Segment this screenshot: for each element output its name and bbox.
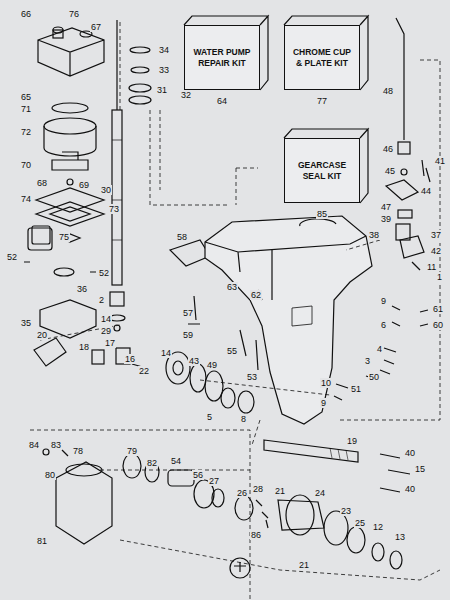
callout-number: 18: [78, 342, 90, 352]
callout-number: 68: [36, 178, 48, 188]
callout-number: 85: [316, 209, 328, 219]
callout-number: 34: [158, 45, 170, 55]
callout-number: 70: [20, 160, 32, 170]
callout-number: 16: [124, 354, 136, 364]
callout-number: 9: [380, 296, 387, 306]
callout-number: 66: [20, 9, 32, 19]
callout-number: 8: [240, 414, 247, 424]
callout-number: 33: [158, 65, 170, 75]
callout-number: 51: [350, 384, 362, 394]
callout-number: 54: [170, 456, 182, 466]
callout-number: 37: [430, 230, 442, 240]
callout-number: 20: [36, 330, 48, 340]
callout-number: 4: [376, 344, 383, 354]
callout-number: 52: [6, 252, 18, 262]
callout-number: 21: [298, 560, 310, 570]
callout-number: 21: [274, 486, 286, 496]
callout-number: 57: [182, 308, 194, 318]
callout-number: 64: [216, 96, 228, 106]
callout-number: 73: [108, 204, 120, 214]
callout-number: 75: [58, 232, 70, 242]
callout-number: 81: [36, 536, 48, 546]
callout-number: 55: [226, 346, 238, 356]
callout-number: 40: [404, 484, 416, 494]
callout-number: 17: [104, 338, 116, 348]
callout-number: 32: [180, 90, 192, 100]
callout-number: 44: [420, 186, 432, 196]
kit-name: CHROME CUP & PLATE KIT: [289, 47, 355, 68]
callout-number: 58: [176, 232, 188, 242]
callout-number: 59: [182, 330, 194, 340]
callout-number: 13: [394, 532, 406, 542]
callout-number: 22: [138, 366, 150, 376]
callout-number: 26: [236, 488, 248, 498]
callout-number: 42: [430, 246, 442, 256]
callout-number: 80: [44, 470, 56, 480]
kit-box: CHROME CUP & PLATE KIT: [284, 25, 360, 90]
callout-number: 56: [192, 470, 204, 480]
callout-number: 24: [314, 488, 326, 498]
callout-number: 61: [432, 304, 444, 314]
callout-number: 79: [126, 446, 138, 456]
callout-number: 14: [160, 348, 172, 358]
callout-number: 14: [100, 314, 112, 324]
callout-number: 76: [68, 9, 80, 19]
callout-number: 38: [368, 230, 380, 240]
callout-number: 71: [20, 104, 32, 114]
callout-number: 25: [354, 518, 366, 528]
kit-box: GEARCASE SEAL KIT: [284, 138, 360, 203]
kit-box: WATER PUMP REPAIR KIT: [184, 25, 260, 90]
callout-number: 3: [364, 356, 371, 366]
callout-number: 74: [20, 194, 32, 204]
callout-number: 47: [380, 202, 392, 212]
callout-number: 29: [100, 326, 112, 336]
callout-number: 19: [346, 436, 358, 446]
callout-number: 62: [250, 290, 262, 300]
callout-number: 28: [252, 484, 264, 494]
callout-number: 39: [380, 214, 392, 224]
callout-number: 36: [76, 284, 88, 294]
callout-number: 49: [206, 360, 218, 370]
callout-number: 5: [206, 412, 213, 422]
callout-number: 27: [208, 476, 220, 486]
callout-number: 41: [434, 156, 446, 166]
callout-number: 86: [250, 530, 262, 540]
callout-number: 23: [340, 506, 352, 516]
kit-name: GEARCASE SEAL KIT: [289, 160, 355, 181]
callout-number: 78: [72, 446, 84, 456]
callout-number: 15: [414, 464, 426, 474]
callout-number: 84: [28, 440, 40, 450]
callout-number: 53: [246, 372, 258, 382]
callout-number: 77: [316, 96, 328, 106]
callout-number: 10: [320, 378, 332, 388]
callout-number: 82: [146, 458, 158, 468]
callout-number: 6: [380, 320, 387, 330]
callout-number: 45: [384, 166, 396, 176]
callout-number: 52: [98, 268, 110, 278]
callout-number: 63: [226, 282, 238, 292]
callout-number: 46: [382, 144, 394, 154]
callout-number: 9: [320, 398, 327, 408]
callout-number: 40: [404, 448, 416, 458]
callout-number: 69: [78, 180, 90, 190]
callout-number: 31: [156, 85, 168, 95]
callout-number: 67: [90, 22, 102, 32]
callout-number: 65: [20, 92, 32, 102]
callout-number: 30: [100, 185, 112, 195]
callout-number: 2: [98, 295, 105, 305]
callout-number: 48: [382, 86, 394, 96]
kit-name: WATER PUMP REPAIR KIT: [189, 47, 255, 68]
callout-number: 12: [372, 522, 384, 532]
callout-number: 1: [436, 272, 443, 282]
callout-number: 60: [432, 320, 444, 330]
callout-number: 43: [188, 356, 200, 366]
callout-number: 35: [20, 318, 32, 328]
callout-number: 83: [50, 440, 62, 450]
callout-number: 11: [426, 262, 437, 272]
callout-number: 72: [20, 127, 32, 137]
callout-number: 50: [368, 372, 380, 382]
